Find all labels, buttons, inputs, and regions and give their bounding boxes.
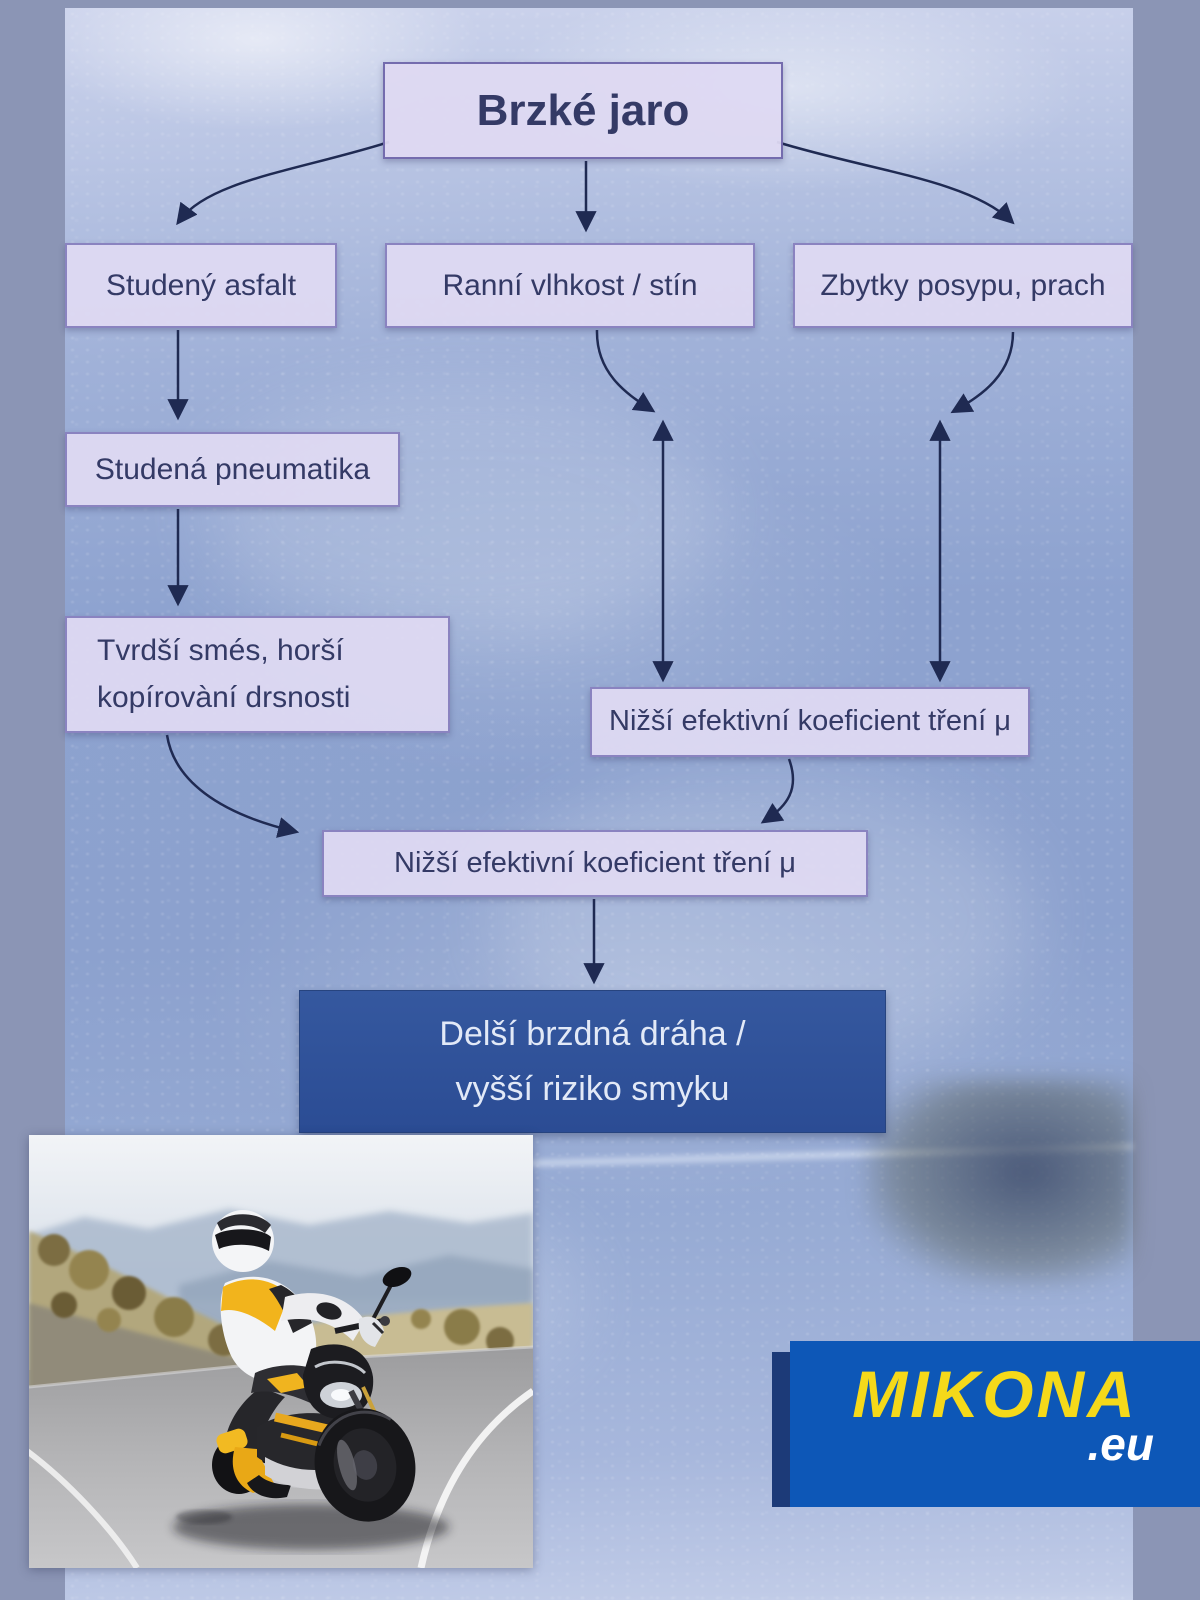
flow-node-tvrdsi-smes: Tvrdší smés, horší kopírovàní drsnosti xyxy=(65,616,450,733)
tank-flash xyxy=(267,1373,309,1393)
mikona-logo: MIKONA .eu xyxy=(790,1341,1200,1507)
shadow-streak xyxy=(176,1510,232,1524)
flow-node-studeny-asfalt: Studený asfalt xyxy=(65,243,337,328)
headlight-core xyxy=(331,1389,351,1401)
flow-node-studena-pneumatika: Studená pneumatika xyxy=(65,432,400,507)
road-light-patch xyxy=(205,388,725,638)
flow-node-label-line1: Delší brzdná dráha / xyxy=(439,1015,746,1054)
helmet-visor xyxy=(215,1229,271,1251)
flow-node-label-line2: vyšší riziko smyku xyxy=(455,1069,730,1108)
flow-node-label: Ranní vlhkost / stín xyxy=(442,269,698,302)
roadside-vegetation-blur xyxy=(865,1080,1133,1285)
flow-node-label-line1: Tvrdší smés, horší xyxy=(97,634,344,667)
flow-node-label: Studený asfalt xyxy=(105,269,297,302)
mikona-brand-text: MIKONA xyxy=(852,1357,1138,1431)
rider-and-bike xyxy=(212,1210,416,1522)
flow-node-nizsi-koeficient-lower: Nižší efektivní koeficient tření μ xyxy=(322,830,868,897)
flow-node-zbytky-posypu: Zbytky posypu, prach xyxy=(793,243,1133,328)
mirror xyxy=(382,1266,412,1288)
motorcycle-photo xyxy=(25,1135,535,1570)
flow-node-result: Delší brzdná dráha / vyšší riziko smyku xyxy=(299,990,886,1133)
knee-slider xyxy=(216,1428,248,1454)
bar-end xyxy=(380,1316,390,1326)
flow-node-nizsi-koeficient-upper: Nižší efektivní koeficient tření μ xyxy=(590,687,1030,757)
mikona-tld-text: .eu xyxy=(1087,1418,1154,1470)
boot xyxy=(247,1475,291,1499)
glove-knuckle xyxy=(371,1321,385,1335)
flow-node-label-line2: kopírovàní drsnosti xyxy=(97,680,351,714)
flow-node-label: Zbytky posypu, prach xyxy=(820,269,1106,302)
flow-node-label: Nižší efektivní koeficient tření μ xyxy=(609,705,1011,738)
flow-node-label: Nižší efektivní koeficient tření μ xyxy=(394,846,796,879)
road-white-line-left xyxy=(25,1448,140,1570)
glove xyxy=(358,1316,384,1347)
flow-node-ranni-vlhkost: Ranní vlhkost / stín xyxy=(385,243,755,328)
mirror-stalk xyxy=(369,1284,393,1324)
flow-node-brzke-jaro: Brzké jaro xyxy=(383,62,783,159)
brake-disc xyxy=(337,1439,357,1491)
road-white-line-right xyxy=(417,1388,535,1569)
drl-strip xyxy=(314,1360,367,1375)
helmet-decal xyxy=(217,1214,271,1233)
flow-node-label: Brzké jaro xyxy=(476,85,690,135)
elbow-patch xyxy=(316,1302,342,1320)
flow-node-label: Studená pneumatika xyxy=(94,453,371,486)
